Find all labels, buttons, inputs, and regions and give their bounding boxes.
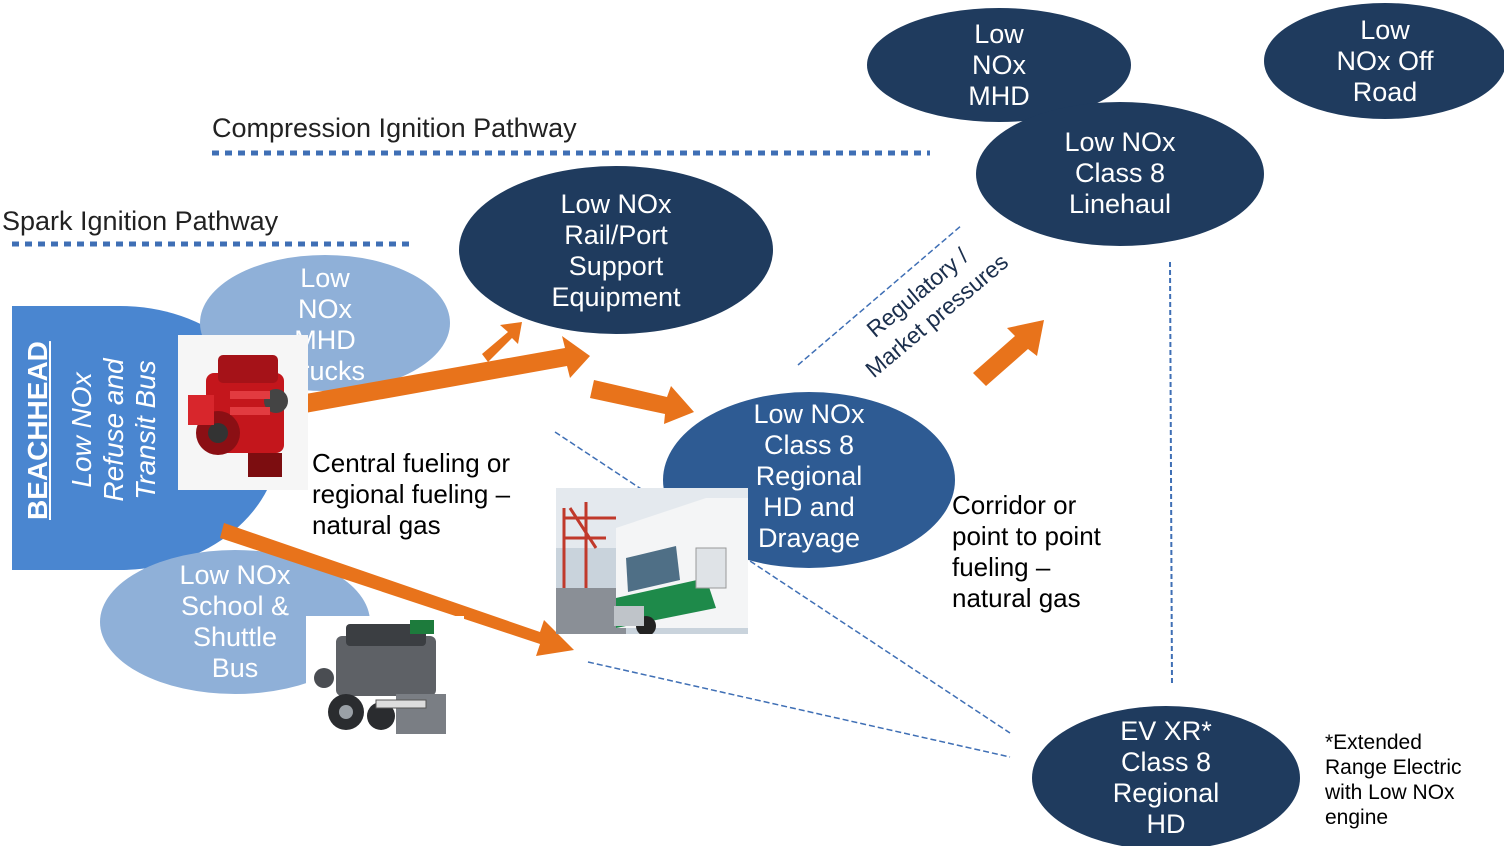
arrow xyxy=(300,336,590,413)
node-low-nox-off-road xyxy=(1264,3,1504,119)
node-text-low-nox-off-road: Low NOx Off Road xyxy=(1336,14,1434,107)
beachhead-title: BEACHHEAD xyxy=(22,341,53,520)
arrow xyxy=(220,523,574,656)
arrow xyxy=(590,380,694,424)
connector-line xyxy=(1169,261,1173,687)
corridor-fueling-label: Corridor or point to point fueling – nat… xyxy=(952,490,1101,613)
red-engine-image xyxy=(178,335,308,490)
node-text-low-nox-rail-port: Low NOx Rail/Port Support Equipment xyxy=(551,189,681,312)
node-low-nox-class8-linehaul xyxy=(976,102,1264,246)
spark-pathway-label: Spark Ignition Pathway xyxy=(2,206,279,236)
node-text-low-nox-mhd-top: Low NOx MHD xyxy=(968,18,1030,111)
node-text-low-nox-class8-linehaul: Low NOx Class 8 Linehaul xyxy=(1064,126,1176,219)
node-low-nox-school-shuttle xyxy=(100,550,370,694)
arrow xyxy=(973,320,1044,386)
arrow xyxy=(482,322,522,362)
node-low-nox-mhd-top xyxy=(867,8,1131,122)
node-ev-xr-class8 xyxy=(1032,706,1300,846)
connector-line xyxy=(587,661,1011,758)
compression-pathway-label: Compression Ignition Pathway xyxy=(212,113,577,143)
central-fueling-label: Central fueling or regional fueling – na… xyxy=(312,448,511,540)
node-low-nox-rail-port xyxy=(459,166,773,334)
connector-line xyxy=(554,431,1011,734)
beachhead-subtitle: Low NOx Refuse and Transit Bus xyxy=(66,358,161,502)
truck-port-image xyxy=(556,488,748,634)
arrows xyxy=(220,320,1044,656)
node-text-ev-xr-class8: EV XR* Class 8 Regional HD xyxy=(1112,716,1220,839)
footnote: *Extended Range Electric with Low NOx en… xyxy=(1325,731,1462,829)
gas-engine-image xyxy=(306,616,464,750)
node-text-low-nox-school-shuttle: Low NOx School & Shuttle Bus xyxy=(179,560,291,683)
node-text-low-nox-class8-regional: Low NOx Class 8 Regional HD and Drayage xyxy=(753,398,865,553)
